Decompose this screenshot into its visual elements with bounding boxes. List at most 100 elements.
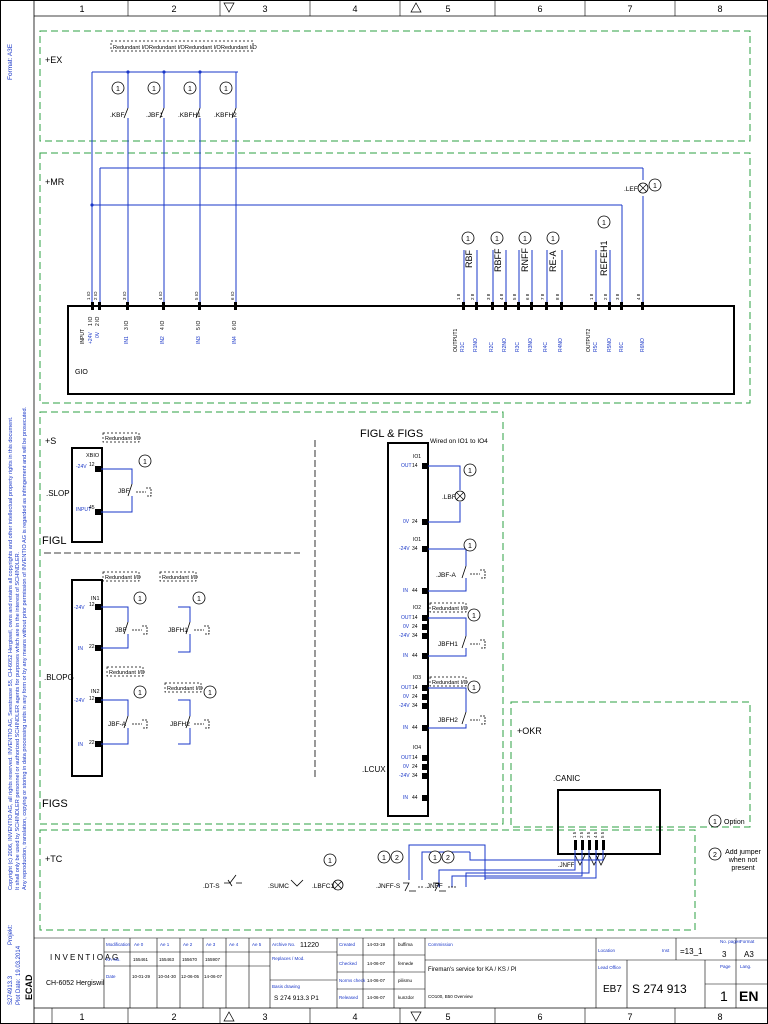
svg-text:1: 1 — [116, 86, 120, 93]
ecad-label: ECAD — [24, 974, 34, 1000]
ruler-bottom-7: 7 — [627, 1012, 632, 1022]
svg-text:14: 14 — [412, 755, 418, 761]
svg-text:12: 12 — [89, 462, 95, 468]
svg-text:34: 34 — [412, 546, 418, 552]
language-code: EN — [739, 988, 758, 1004]
figl-figs-title: FIGL & FIGS — [360, 428, 423, 440]
svg-text:OUTPUT1: OUTPUT1 — [453, 328, 459, 352]
svg-text:R1C: R1C — [460, 342, 466, 352]
slop-block — [71, 447, 103, 543]
lef-lamp: .LEF 1 — [624, 178, 662, 194]
svg-text:24: 24 — [412, 694, 418, 700]
svg-text:Ae 4: Ae 4 — [229, 942, 239, 947]
jbfh1-label: JBFH1 — [168, 627, 188, 634]
tc-section-box — [39, 829, 696, 931]
svg-text:OUT: OUT — [401, 755, 412, 761]
svg-text:IO3: IO3 — [413, 675, 421, 681]
svg-text:44: 44 — [412, 795, 418, 801]
option-marker-icon — [461, 231, 475, 245]
option-marker-icon — [597, 215, 611, 229]
svg-text:3 IO: 3 IO — [122, 291, 127, 300]
svg-text:Ae 2: Ae 2 — [183, 942, 193, 947]
jumper-marker-icon — [441, 850, 455, 864]
svg-text:155461: 155461 — [133, 957, 149, 962]
ex-contacts: Redundant I/O Redundant I/O Redundant I/… — [91, 40, 257, 305]
svg-text:R2NO: R2NO — [502, 338, 508, 352]
legend-jumper: Add jumper when not present — [725, 849, 761, 872]
svg-text:Redundant I/O: Redundant I/O — [432, 606, 468, 612]
svg-text:-24V: -24V — [399, 546, 410, 552]
svg-text:R6C: R6C — [619, 342, 625, 352]
ruler-top-4: 4 — [352, 4, 357, 14]
svg-text:Page: Page — [720, 964, 731, 969]
option-marker-icon — [463, 538, 477, 552]
option-marker-icon — [377, 850, 391, 864]
svg-text:OUT: OUT — [401, 463, 412, 469]
svg-text:Redundant I/O: Redundant I/O — [109, 670, 145, 676]
redundant-io-label: Redundant I/O — [185, 45, 221, 51]
top-ruler: 1 2 3 4 5 6 7 8 — [34, 0, 768, 17]
svg-text:pilismu: pilismu — [398, 978, 413, 983]
ruler-bottom-2: 2 — [171, 1012, 176, 1022]
lbfc1-label: .LBFC1 — [312, 883, 334, 890]
svg-text:Norms check: Norms check — [339, 978, 366, 983]
svg-text:No. pages: No. pages — [720, 939, 741, 944]
svg-text:44: 44 — [412, 588, 418, 594]
svg-text:Redundant I/O: Redundant I/O — [432, 680, 468, 686]
ruler-top-6: 6 — [537, 4, 542, 14]
svg-text:=13_1: =13_1 — [680, 947, 703, 956]
svg-text:14: 14 — [412, 463, 418, 469]
sumc-label: .SUMC — [268, 883, 289, 890]
svg-text:2 8: 2 8 — [470, 293, 475, 300]
mr-label: +MR — [45, 177, 65, 187]
svg-text:0V: 0V — [403, 764, 410, 770]
blopg-label: .BLOPG — [44, 673, 74, 682]
ruler-top-1: 1 — [79, 4, 84, 14]
svg-text:34: 34 — [412, 773, 418, 779]
ruler-bottom-5: 5 — [445, 1012, 450, 1022]
svg-text:2: 2 — [713, 852, 717, 859]
svg-text:IN: IN — [78, 742, 83, 748]
svg-text:Ae 3: Ae 3 — [206, 942, 216, 947]
svg-text:IN2: IN2 — [160, 336, 166, 344]
option-marker-icon — [490, 231, 504, 245]
svg-text:IN: IN — [403, 588, 408, 594]
svg-text:1: 1 — [138, 690, 142, 697]
svg-text:XBIO: XBIO — [86, 453, 100, 459]
svg-text:Modification: Modification — [106, 942, 131, 947]
bottom-ruler: 1 2 3 4 5 6 7 8 — [34, 1007, 768, 1024]
output-label-rnff: RNFF — [520, 248, 530, 272]
redundant-io-label: Redundant I/O — [221, 45, 257, 51]
triangle-up-icon — [410, 2, 422, 13]
svg-text:155670: 155670 — [182, 957, 198, 962]
svg-text:44: 44 — [412, 725, 418, 731]
s-label: +S — [45, 436, 56, 446]
svg-text:Ae 5: Ae 5 — [252, 942, 262, 947]
svg-text:-24V: -24V — [399, 633, 410, 639]
svg-text:0V: 0V — [403, 694, 410, 700]
section-boxes — [39, 30, 751, 931]
svg-text:1: 1 — [468, 543, 472, 550]
slop-label: .SLOP — [46, 489, 70, 498]
legend-option: Option — [724, 819, 745, 826]
svg-text:6 8: 6 8 — [525, 293, 530, 300]
figl-section: .BLOPG IN1 IN2 -24V IN -24V IN 12 22 12 … — [44, 571, 217, 777]
option-marker-icon — [323, 853, 337, 867]
ex-section-box — [39, 30, 751, 142]
plot-date-label: Plot Date: — [16, 978, 22, 1005]
svg-text:5 5: 5 5 — [600, 831, 605, 838]
svg-text:14-03-19: 14-03-19 — [367, 942, 386, 947]
option-marker-icon — [133, 591, 147, 605]
svg-text:2: 2 — [395, 855, 399, 862]
svg-text:IN3: IN3 — [196, 336, 202, 344]
svg-text:2 8: 2 8 — [603, 293, 608, 300]
svg-text:IN: IN — [78, 646, 83, 652]
svg-text:3 8: 3 8 — [615, 293, 620, 300]
svg-text:OUT: OUT — [401, 615, 412, 621]
blopg-block — [71, 579, 103, 777]
svg-text:3 IO: 3 IO — [124, 320, 130, 330]
svg-text:1: 1 — [653, 183, 657, 190]
ex-label: +EX — [45, 55, 62, 65]
jbf-label: JBF — [118, 488, 130, 495]
svg-text:45: 45 — [89, 505, 95, 511]
